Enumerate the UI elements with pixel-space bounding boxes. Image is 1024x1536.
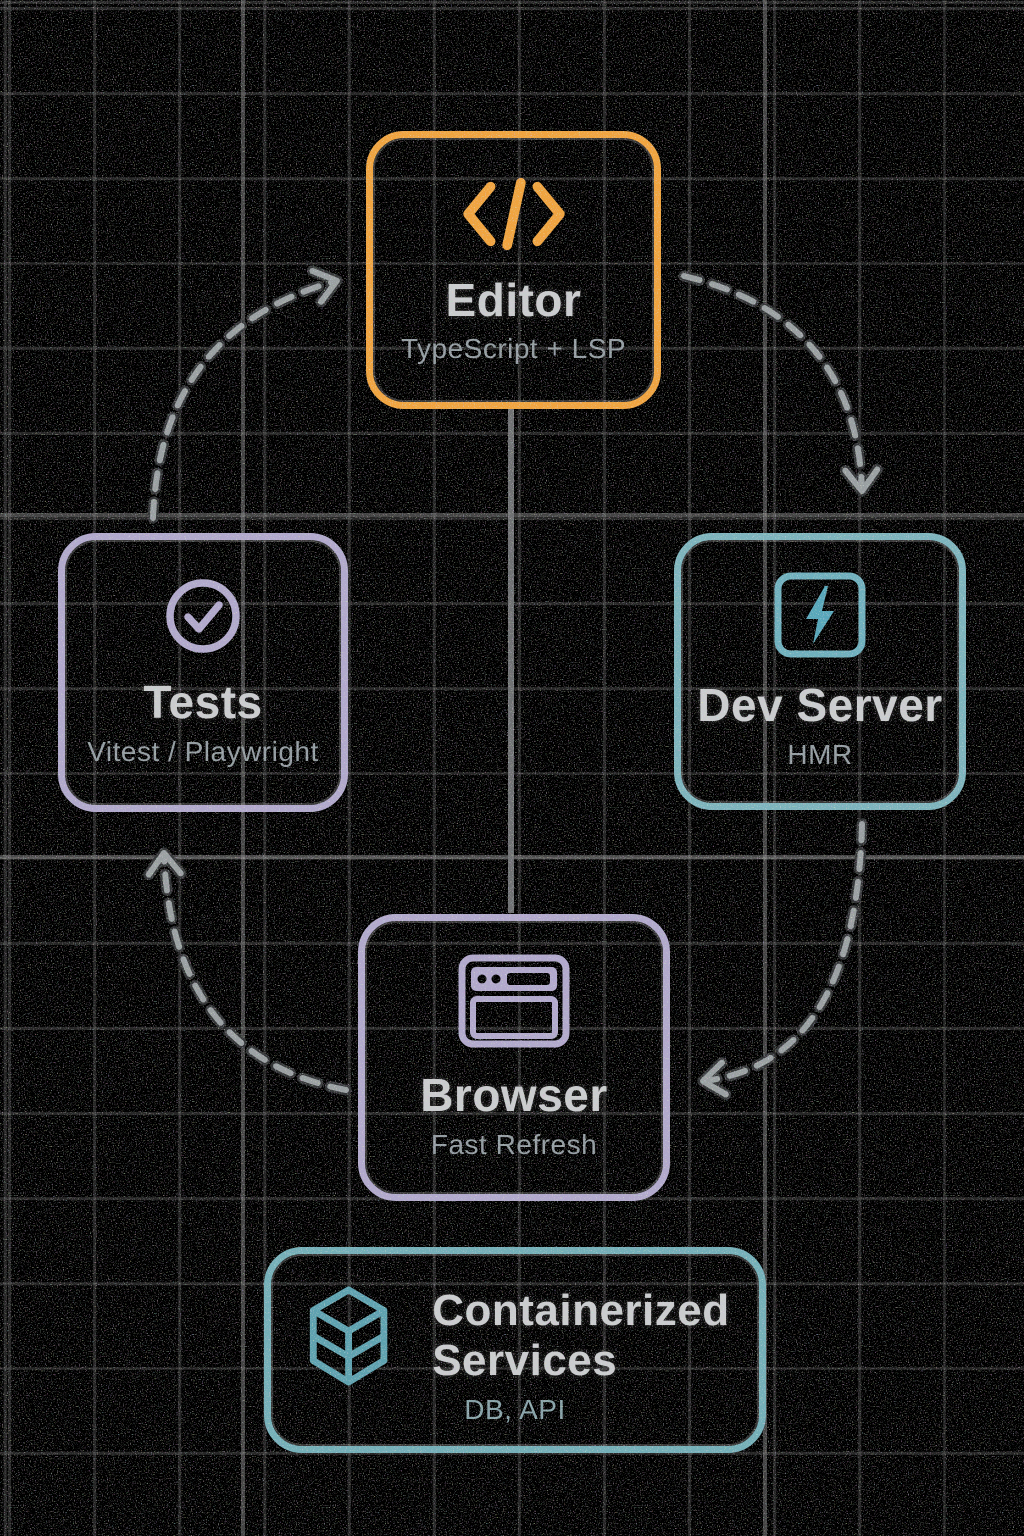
code-icon — [462, 177, 565, 250]
node-subtitle: Fast Refresh — [430, 1128, 598, 1160]
node-subtitle: DB, API — [464, 1394, 566, 1425]
lightning-icon — [774, 572, 866, 658]
node-containerized-services: Containerized Services DB, API — [264, 1247, 766, 1453]
node-title: Editor — [445, 273, 582, 326]
check-circle-icon — [166, 579, 240, 653]
node-browser: Browser Fast Refresh — [358, 914, 670, 1201]
node-title: Dev Server — [697, 679, 943, 732]
node-title: Containerized Services — [432, 1286, 730, 1385]
node-subtitle: HMR — [787, 738, 853, 770]
node-title: Tests — [143, 676, 263, 729]
node-dev-server: Dev Server HMR — [674, 533, 966, 810]
cube-icon — [309, 1286, 388, 1386]
node-tests: Tests Vitest / Playwright — [58, 533, 348, 812]
node-subtitle: Vitest / Playwright — [87, 735, 319, 767]
node-editor: Editor TypeScript + LSP — [366, 131, 661, 409]
node-title: Browser — [420, 1069, 608, 1122]
browser-window-icon — [458, 954, 570, 1048]
node-subtitle: TypeScript + LSP — [400, 333, 627, 365]
